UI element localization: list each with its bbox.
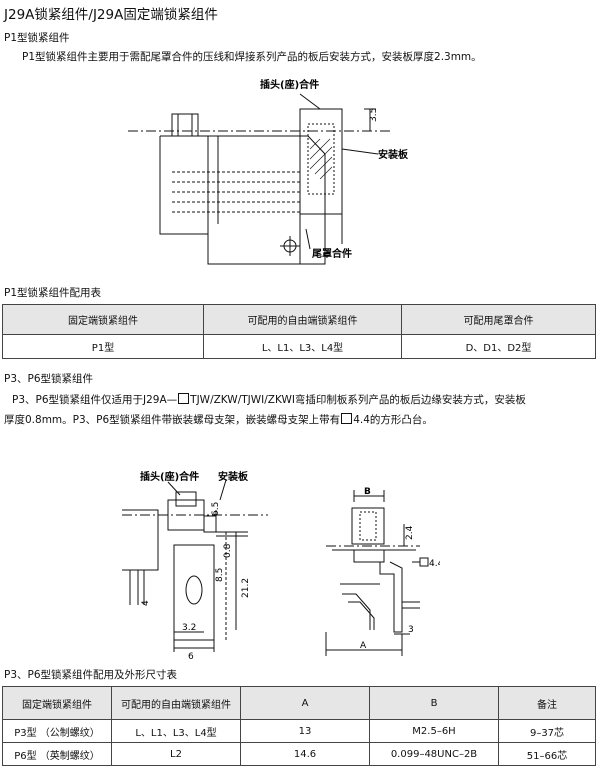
dim-label: 4.4 [429, 559, 440, 569]
p1-table-heading: P1型锁紧组件配用表 [4, 287, 102, 299]
dim-label: 6.5 [211, 502, 221, 516]
p3-th: 备注 [498, 686, 596, 720]
page-title: J29A锁紧组件/J29A固定端锁紧组件 [4, 7, 218, 23]
p1-cell: D、D1、D2型 [401, 334, 596, 359]
square-box-icon [419, 557, 429, 567]
dim-label: 0.8 [223, 543, 233, 558]
p3-cell: 13 [240, 719, 370, 743]
p3-desc-text: TJW/ZKW/TJWⅠ/ZKWⅠ弯插印制板系列产品的板后边缘安装方式，安装板 [190, 394, 526, 406]
p3-desc-text: P3、P6型锁紧组件仅适用于J29A— [12, 394, 178, 406]
p3-description-line2: 厚度0.8mm。P3、P6型锁紧组件带嵌装螺母支架，嵌装螺母支架上带有 4.4的方… [4, 411, 433, 430]
p1-table: 固定端锁紧组件 可配用的自由端锁紧组件 可配用尾罩合件 P1型 L、L1、L3、… [2, 304, 596, 359]
p1-cell: P1型 [2, 334, 204, 359]
p3-table-heading: P3、P6型锁紧组件配用及外形尺寸表 [4, 669, 178, 681]
p3-cell: 14.6 [240, 742, 370, 766]
p3-cell: P3型 （公制螺纹） [2, 719, 112, 743]
p3-cell: L、L1、L3、L4型 [111, 719, 241, 743]
p1-label-plug: 插头(座)合件 [260, 78, 319, 91]
p1-assembly-drawing: 插头(座)合件 安装板 尾罩合件 3.5 [128, 78, 409, 265]
dim-label: 4 [141, 600, 151, 606]
dim-label: 21.2 [241, 578, 251, 598]
p3-th: A [240, 686, 370, 720]
p1-heading: P1型锁紧组件 [4, 32, 70, 44]
p3-description-line1: P3、P6型锁紧组件仅适用于J29A— TJW/ZKW/TJWⅠ/ZKWⅠ弯插印制… [12, 391, 526, 410]
square-box-icon [341, 413, 353, 424]
p3-cell: L2 [111, 742, 241, 766]
p3-heading: P3、P6型锁紧组件 [4, 373, 94, 385]
p3-desc-text: 4.4的方形凸台。 [353, 414, 433, 426]
p3-cell: 9–37芯 [498, 719, 596, 743]
p3-cell: 0.099–48UNC–2B [369, 742, 499, 766]
p1-label-board: 安装板 [378, 148, 409, 161]
p3-th: B [369, 686, 499, 720]
p1-label-tail: 尾罩合件 [312, 247, 352, 260]
dim-label: 3 [408, 625, 414, 635]
p1-cell: L、L1、L3、L4型 [203, 334, 402, 359]
p3-front-drawing: B 2.4 4.4 A 3 [325, 487, 440, 656]
p1-dim-3-5: 3.5 [369, 108, 379, 122]
square-box-icon [178, 393, 190, 404]
p3-cell: P6型 （英制螺纹） [2, 742, 112, 766]
dim-label: 3.2 [182, 623, 196, 633]
p3-side-drawing: 插头(座)合件 安装板 6.5 0.8 21.2 8.5 4 3.2 6 [122, 470, 268, 660]
p3-table: 固定端锁紧组件 可配用的自由端锁紧组件 A B 备注 P3型 （公制螺纹） L、… [2, 686, 596, 766]
p3-label-board: 安装板 [218, 470, 249, 483]
p1-th-free: 可配用的自由端锁紧组件 [203, 304, 402, 335]
p3-th: 可配用的自由端锁紧组件 [111, 686, 241, 720]
p3-label-plug: 插头(座)合件 [140, 470, 199, 483]
p1-th-fixed: 固定端锁紧组件 [2, 304, 204, 335]
p3-cell: M2.5–6H [369, 719, 499, 743]
dim-label: B [364, 487, 371, 497]
dim-label: 6 [188, 652, 194, 660]
p3-cell: 51–66芯 [498, 742, 596, 766]
p3-desc-text: 厚度0.8mm。P3、P6型锁紧组件带嵌装螺母支架，嵌装螺母支架上带有 [4, 414, 341, 426]
dim-label: A [360, 641, 367, 651]
p1-description: P1型锁紧组件主要用于需配尾罩合件的压线和焊接系列产品的板后安装方式，安装板厚度… [22, 51, 482, 63]
dim-label: 2.4 [405, 525, 415, 540]
p1-th-tail: 可配用尾罩合件 [401, 304, 596, 335]
dim-label: 8.5 [215, 568, 225, 582]
p3-th: 固定端锁紧组件 [2, 686, 112, 720]
